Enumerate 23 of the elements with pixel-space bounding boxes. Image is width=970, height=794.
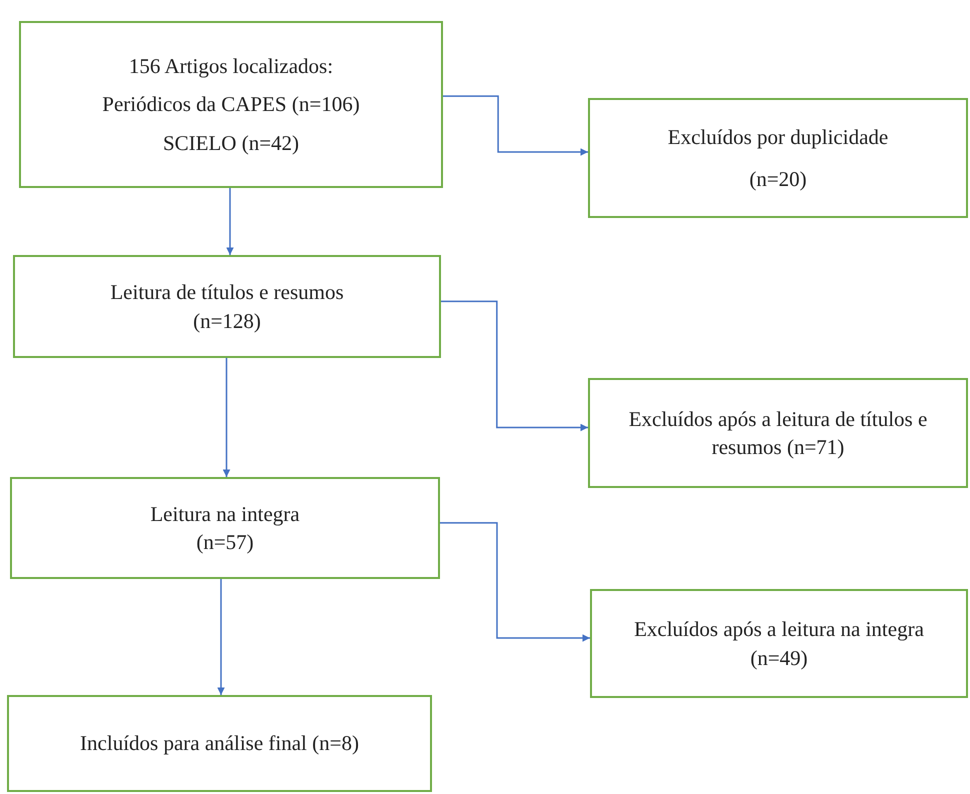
box-text: Excluídos após a leitura de títulos e resumos (n=71)	[628, 406, 928, 461]
box-text: Leitura na integra (n=57)	[149, 500, 301, 556]
box-text: Incluídos para análise final (n=8)	[80, 730, 359, 758]
arrow	[217, 579, 225, 695]
process-box	[590, 589, 968, 698]
arrow	[226, 188, 234, 255]
box-text: SCIELO (n=42)	[162, 130, 300, 157]
box-text: (n=20)	[749, 166, 807, 193]
process-box	[19, 21, 443, 188]
process-box	[7, 695, 432, 792]
box-text: Excluídos por duplicidade	[668, 124, 888, 151]
box-text: Excluídos após a leitura na integra (n=49)	[633, 616, 925, 672]
box-text: 156 Artigos localizados:	[128, 52, 334, 80]
box-text: Leitura de títulos e resumos (n=128)	[109, 279, 345, 334]
arrow	[443, 95, 588, 156]
process-box	[10, 477, 440, 579]
box-text: Periódicos da CAPES (n=106)	[102, 91, 360, 118]
arrow	[440, 522, 590, 642]
process-box	[588, 98, 968, 218]
process-box	[13, 255, 441, 358]
process-box	[588, 378, 968, 488]
arrow	[222, 358, 230, 477]
arrow	[441, 300, 588, 432]
